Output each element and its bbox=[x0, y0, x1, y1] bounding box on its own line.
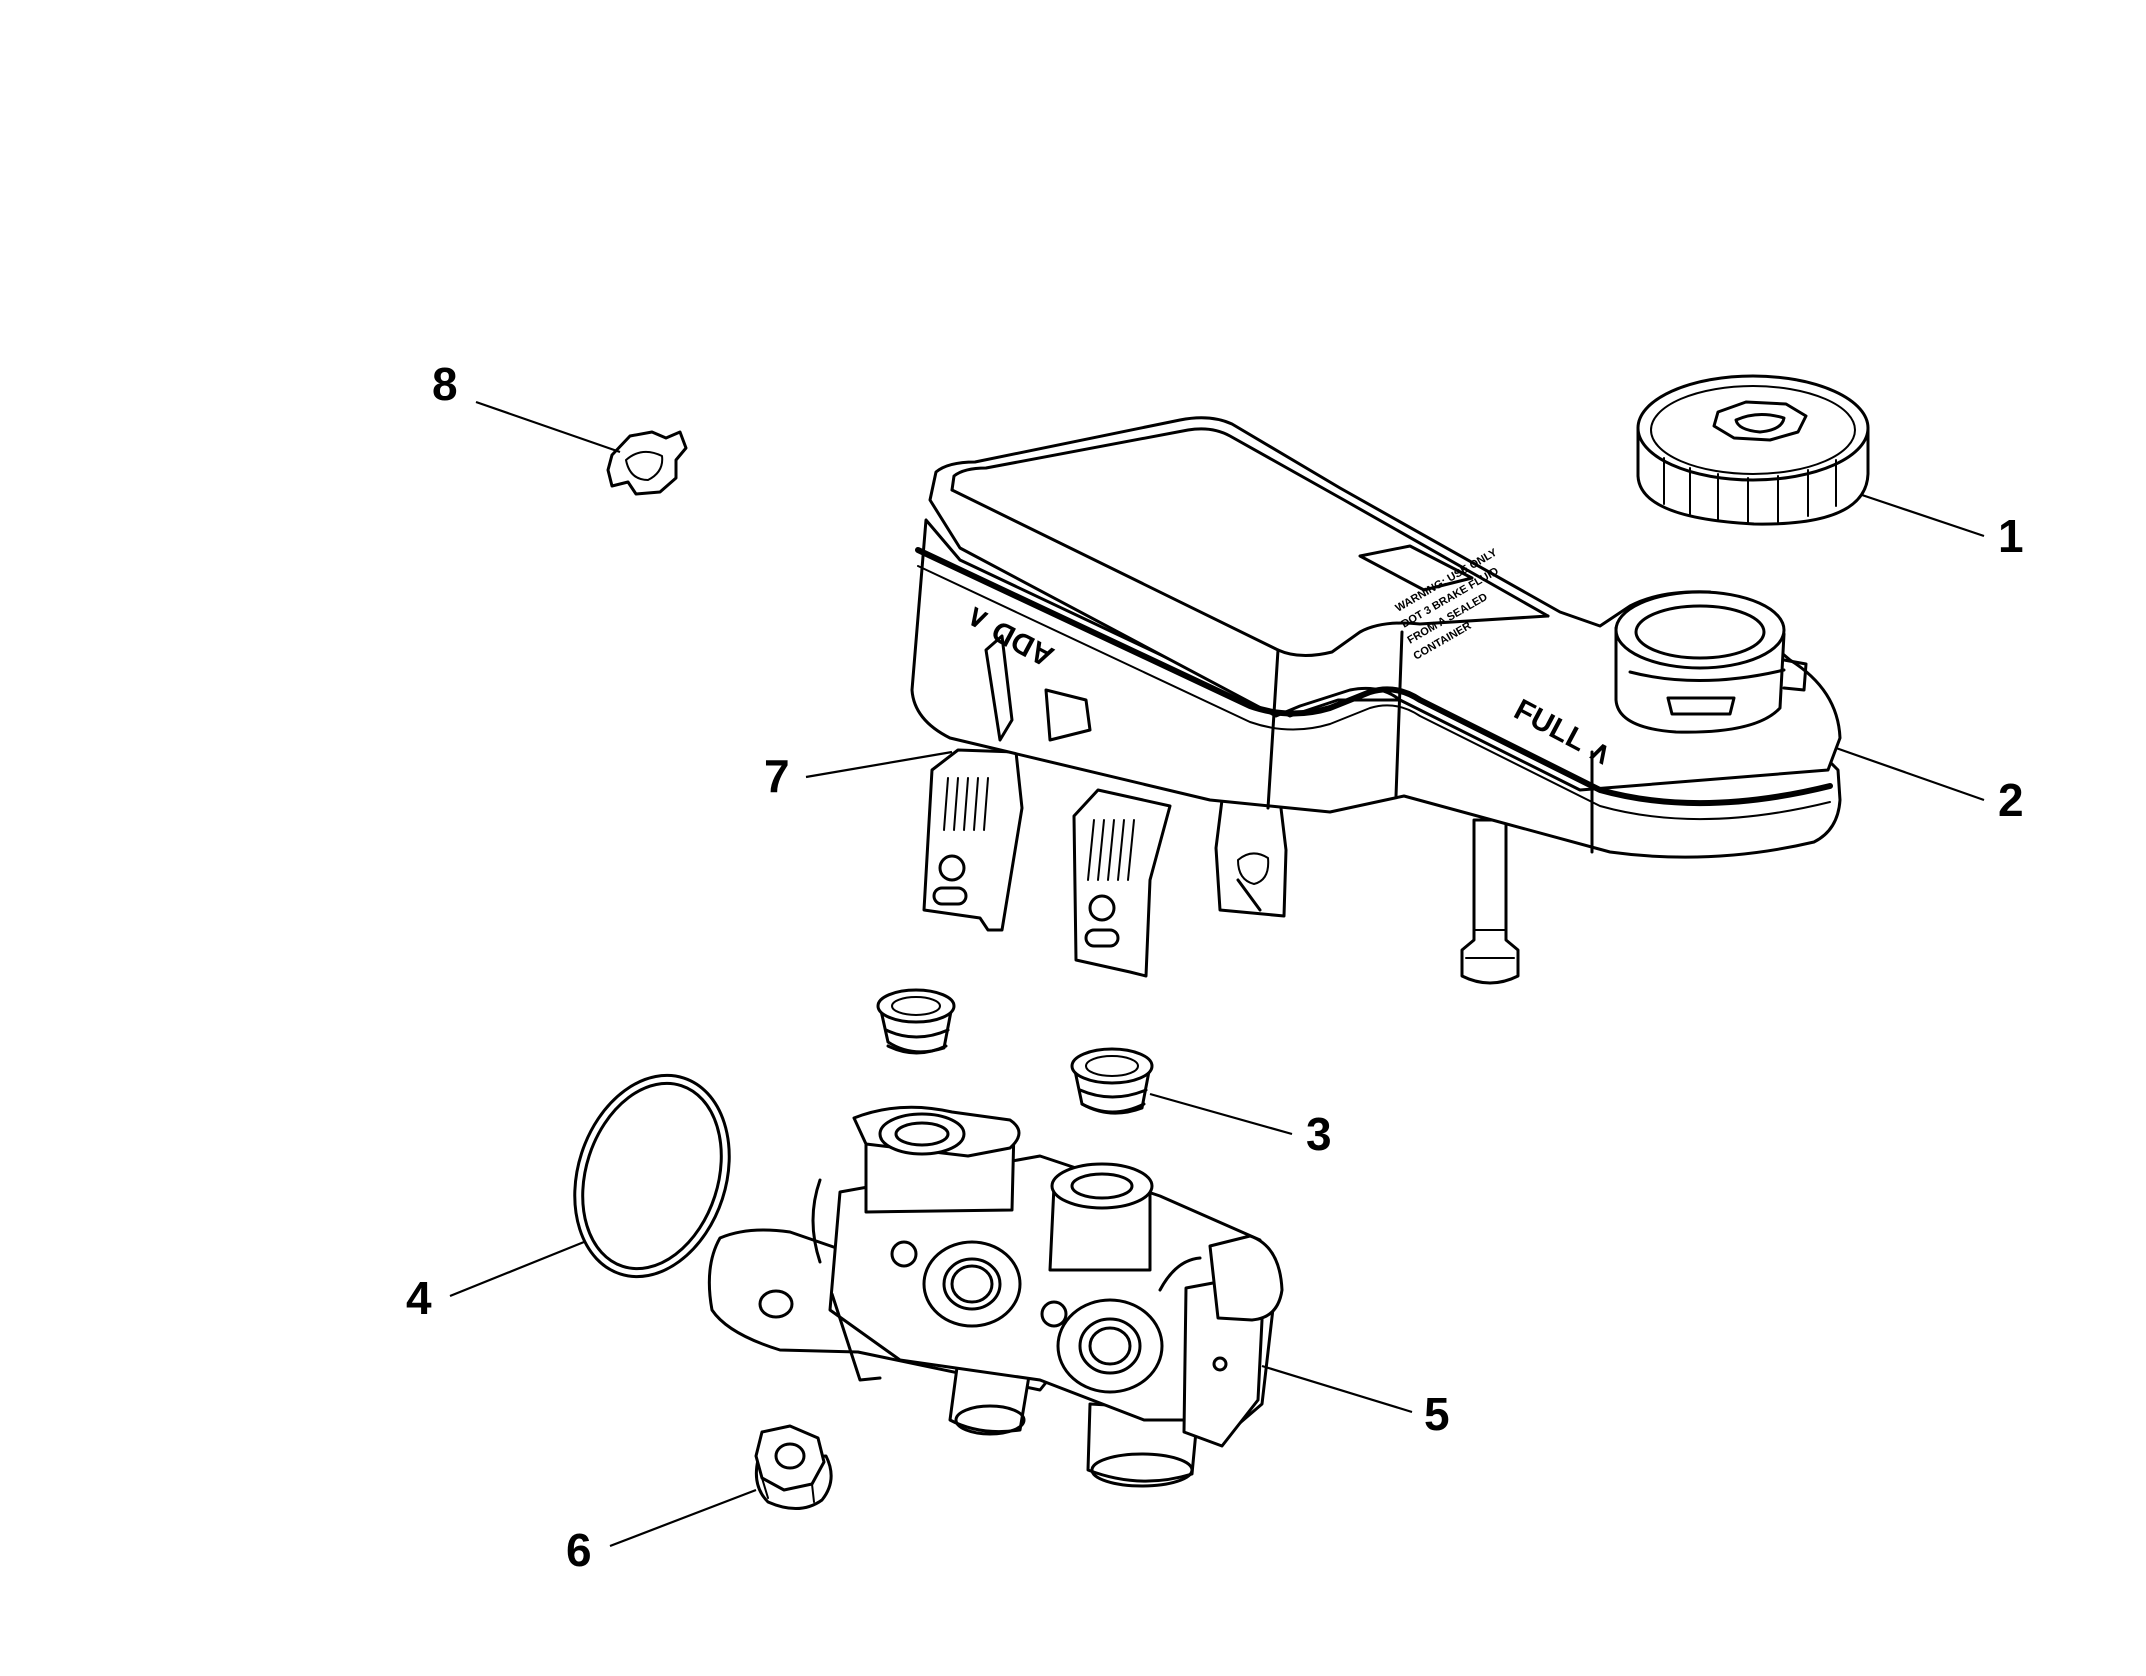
part-5-master-cylinder bbox=[707, 1105, 1284, 1488]
part-4-o-ring bbox=[573, 1073, 731, 1279]
leader-4 bbox=[449, 1240, 585, 1298]
part-8-clip bbox=[606, 430, 688, 496]
leader-1 bbox=[1861, 493, 1985, 538]
part-2-fluid-reservoir: WARNING: USE ONLY DOT 3 BRAKE FLUID FROM… bbox=[910, 416, 1842, 985]
part-3-grommets bbox=[876, 988, 1154, 1115]
leader-7 bbox=[805, 750, 953, 779]
callout-3: 3 bbox=[1306, 1108, 1332, 1160]
callout-4: 4 bbox=[406, 1272, 432, 1324]
callout-5: 5 bbox=[1424, 1388, 1450, 1440]
callout-8: 8 bbox=[432, 358, 458, 410]
part-6-flange-nut bbox=[754, 1424, 833, 1510]
callout-6: 6 bbox=[566, 1524, 592, 1576]
callout-7: 7 bbox=[764, 750, 790, 802]
callout-2: 2 bbox=[1998, 774, 2024, 826]
leader-5 bbox=[1261, 1364, 1413, 1414]
leader-3 bbox=[1149, 1092, 1293, 1136]
callout-labels: 1 2 3 4 5 6 7 8 bbox=[406, 358, 2024, 1576]
leader-8 bbox=[475, 400, 621, 454]
leader-6 bbox=[609, 1488, 757, 1548]
callout-1: 1 bbox=[1998, 510, 2024, 562]
part-1-reservoir-cap bbox=[1636, 374, 1870, 526]
leader-2 bbox=[1835, 746, 1985, 802]
leader-lines bbox=[449, 400, 1985, 1548]
